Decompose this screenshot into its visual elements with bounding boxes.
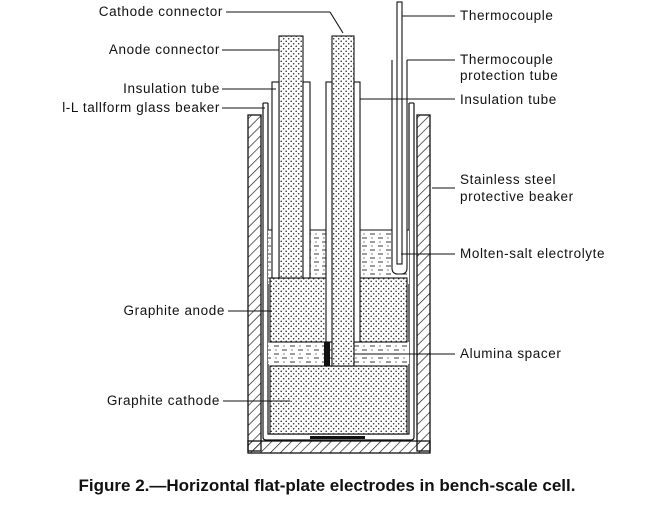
label-insulation-tube-right: Insulation tube (460, 92, 557, 107)
figure-caption: Figure 2.—Horizontal flat-plate electrod… (79, 476, 576, 495)
label-tc-protection-2: protection tube (460, 68, 558, 83)
label-thermocouple: Thermocouple (460, 8, 554, 23)
label-glass-beaker: l-L tallform glass beaker (62, 100, 220, 115)
graphite-cathode (269, 365, 408, 435)
anode-connector-rod (278, 35, 304, 279)
label-cathode-connector: Cathode connector (99, 4, 223, 19)
label-anode-connector: Anode connector (109, 42, 220, 57)
leader-lines (222, 11, 455, 402)
label-graphite-anode: Graphite anode (124, 303, 225, 318)
thermocouple-assembly (391, 1, 408, 275)
stainless-steel-beaker (247, 114, 431, 454)
label-graphite-cathode: Graphite cathode (107, 393, 220, 408)
insulation-tube-left-shape (271, 81, 311, 279)
label-alumina-spacer: Alumina spacer (460, 346, 561, 361)
label-insulation-tube-left: Insulation tube (123, 81, 220, 96)
label-steel-beaker-1: Stainless steel (460, 172, 556, 187)
label-steel-beaker-2: protective beaker (460, 189, 574, 204)
insulation-tube-right-shape (325, 81, 361, 343)
cathode-connector-rod (331, 35, 355, 367)
label-electrolyte: Molten-salt electrolyte (460, 246, 605, 261)
label-tc-protection-1: Thermocouple (460, 52, 554, 67)
